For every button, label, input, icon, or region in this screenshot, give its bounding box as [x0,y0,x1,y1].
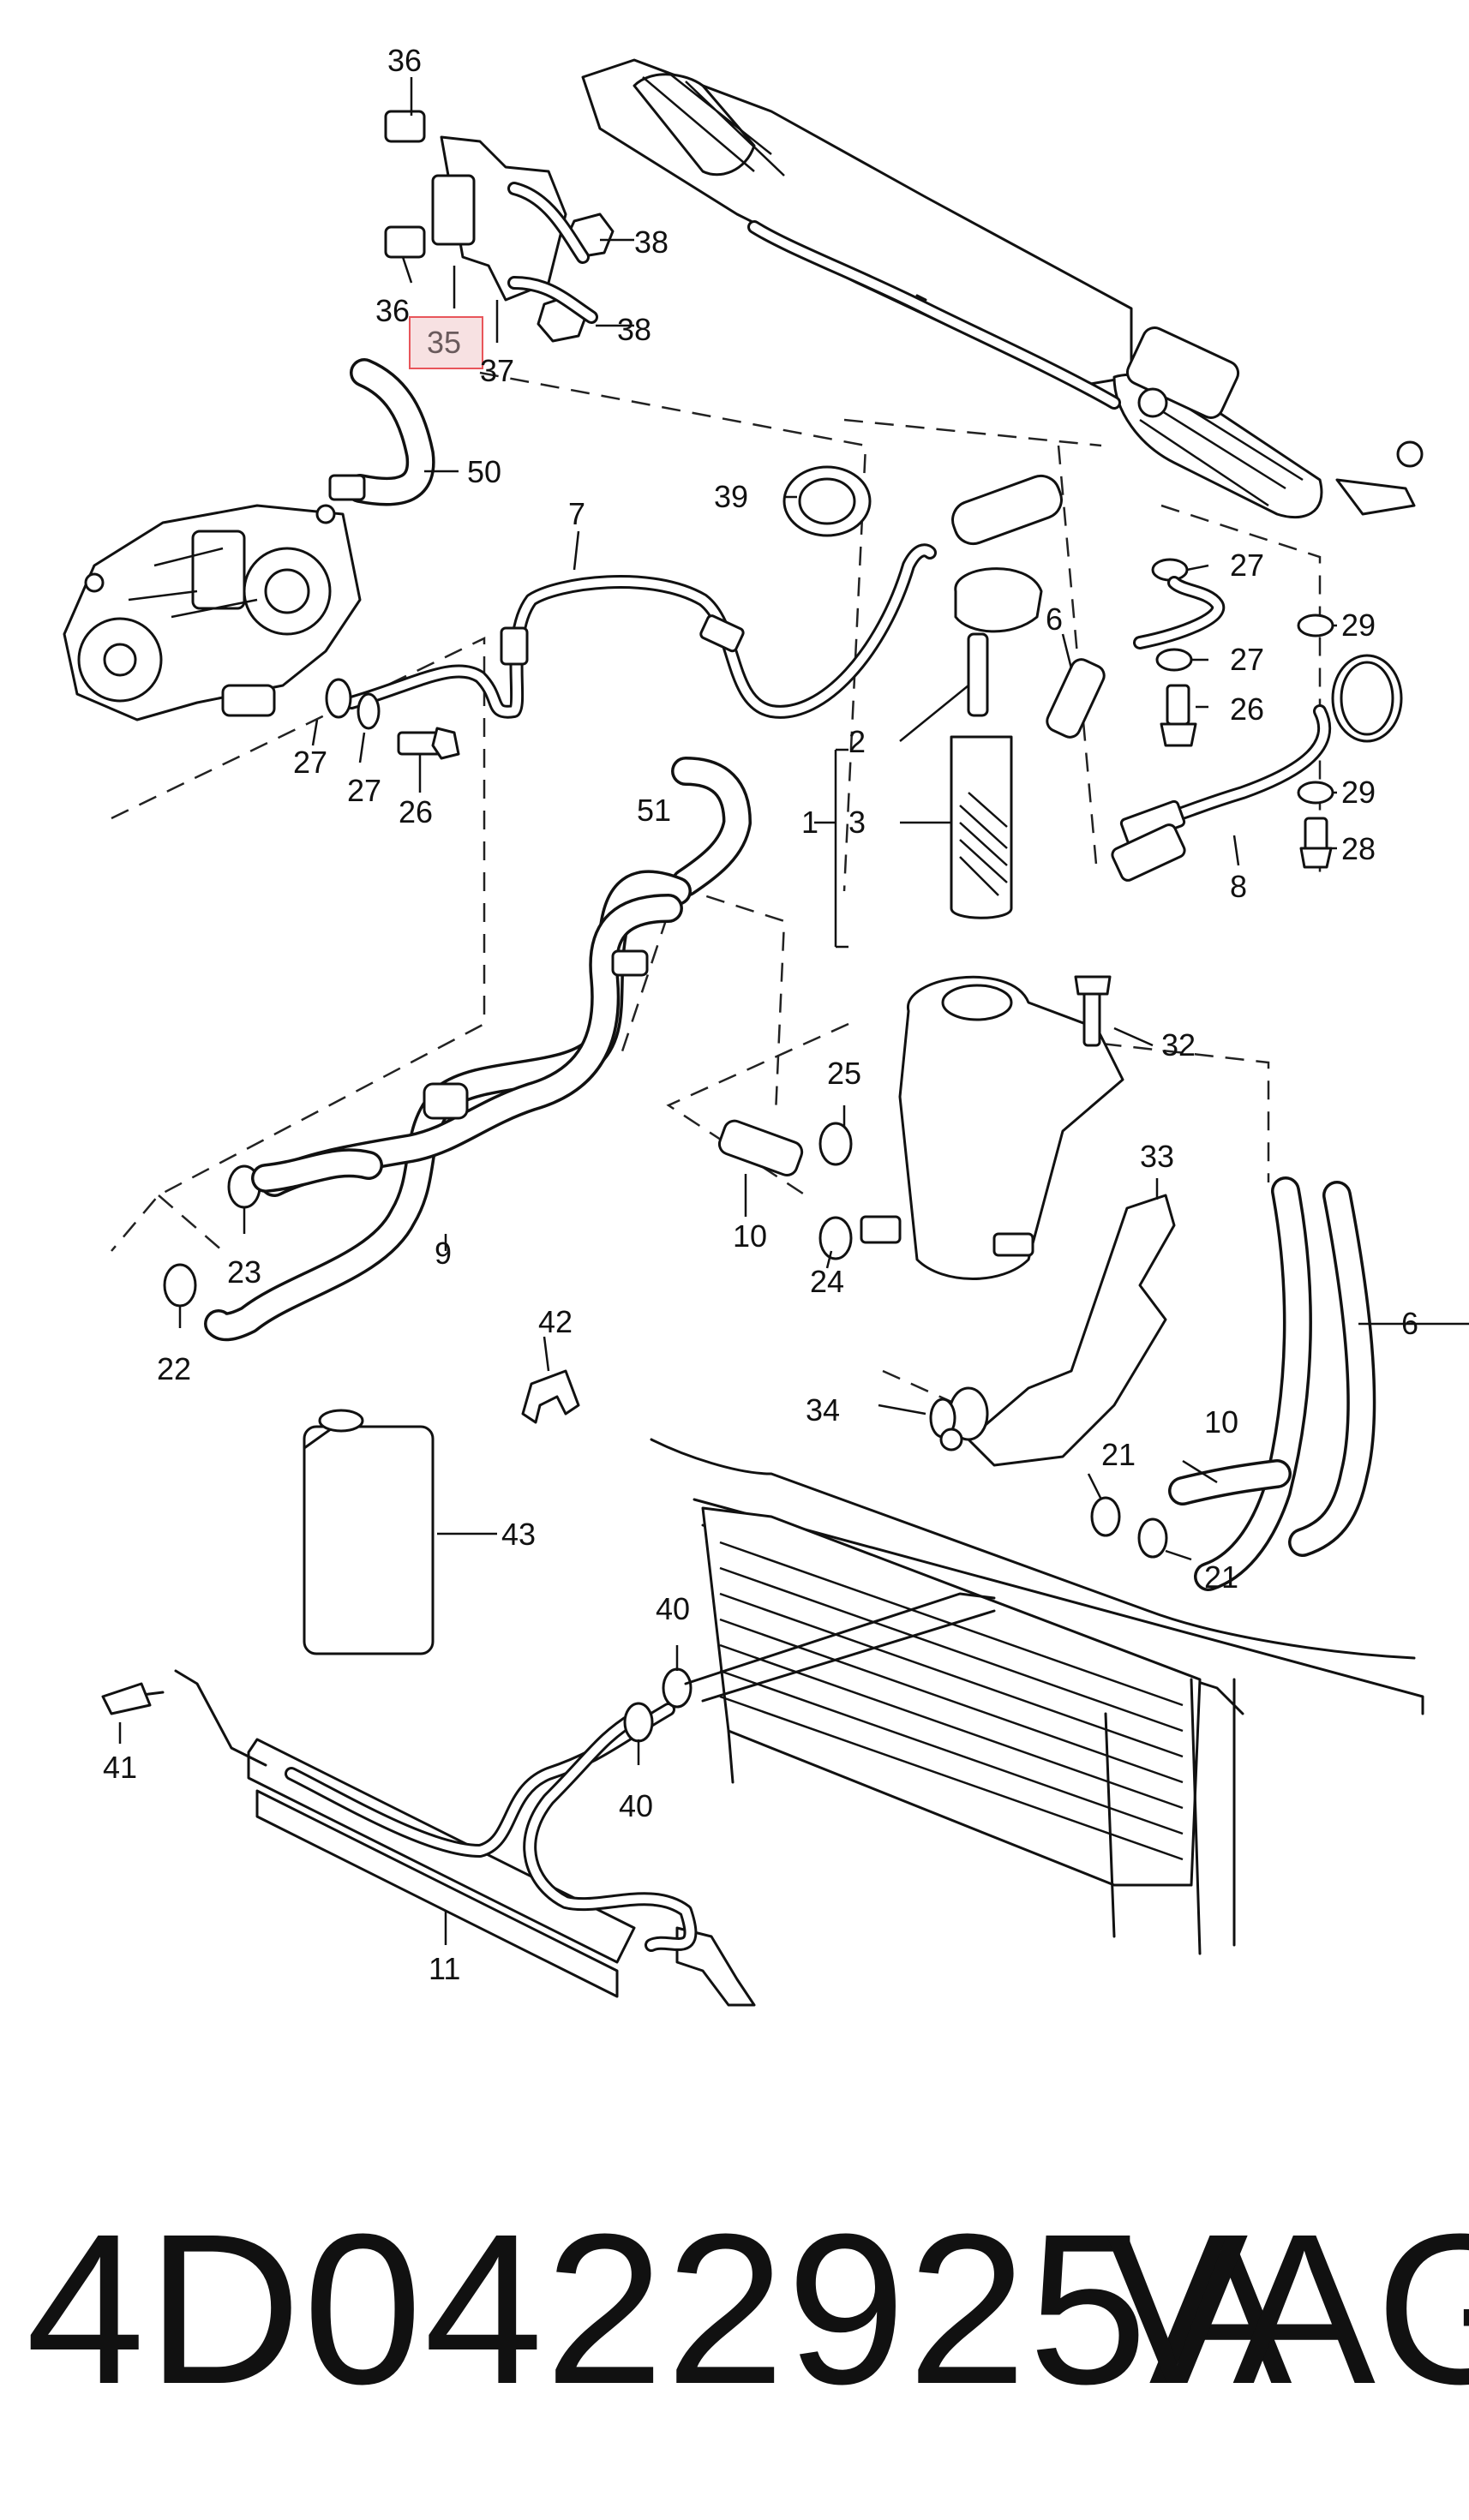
callout-27-c: 27 [1230,548,1264,583]
callout-6-bottom: 6 [1401,1306,1418,1341]
callout-1: 1 [801,805,818,840]
hose-6 [1046,658,1376,1591]
highlight-box-35 [409,316,483,369]
callout-29-a: 29 [1341,608,1376,643]
pump-seals [325,558,1334,869]
callout-10-a: 10 [733,1218,767,1254]
callout-21-b: 21 [1204,1559,1238,1595]
callout-38-bottom: 38 [617,312,651,347]
callout-3: 3 [848,805,866,840]
callout-28: 28 [1341,831,1376,866]
callout-24: 24 [810,1264,844,1299]
callout-7: 7 [568,496,585,531]
steering-rack [581,58,1424,519]
reservoir-bracket [929,1194,1176,1467]
pressure-line-7 [345,543,937,719]
callout-35: 35 [427,325,461,360]
radiator-panel [650,1438,1424,1955]
callout-29-b: 29 [1341,775,1376,810]
callout-26-b: 26 [1230,691,1264,727]
leader-lines [118,77,1469,1945]
callout-2: 2 [848,724,866,759]
callout-27-b: 27 [347,773,381,808]
hose-clamps [163,1122,1168,1559]
callout-36-bottom: 36 [375,293,410,328]
callout-27-a: 27 [293,745,327,780]
part-number: 4D0422925A [26,2189,1294,2428]
callout-38-top: 38 [634,224,669,260]
callout-10-b: 10 [1204,1404,1238,1440]
callout-51: 51 [637,793,671,828]
bracket-assembly [384,110,615,343]
callout-25: 25 [827,1056,861,1091]
hose-10 [1168,1459,1292,1505]
callout-21-a: 21 [1101,1437,1136,1472]
brand-name: VAG [1106,2189,1469,2428]
callout-9: 9 [435,1236,452,1271]
callout-43: 43 [501,1517,536,1552]
callout-36-top: 36 [387,43,422,78]
callout-32: 32 [1161,1027,1196,1062]
callout-40-b: 40 [619,1788,653,1823]
callout-37: 37 [480,353,514,388]
callout-8: 8 [1230,869,1247,904]
hose-51-9 [204,757,804,1342]
callout-6-top: 6 [1046,602,1063,637]
reservoir-parts [782,465,1124,1280]
hose-50 [328,358,435,506]
callout-39: 39 [714,479,748,514]
callout-40-a: 40 [656,1591,690,1626]
oil-cooler-11 [101,1592,996,2007]
fluid-bottle-43 [303,1409,435,1655]
callout-42: 42 [538,1304,573,1339]
callout-41: 41 [103,1750,137,1785]
callout-33: 33 [1140,1139,1174,1174]
callout-34: 34 [806,1392,840,1428]
callout-22: 22 [157,1351,191,1386]
steering-pump [63,504,362,721]
dashed-group-lines [111,371,1322,1450]
callout-23: 23 [227,1254,261,1290]
callout-50: 50 [467,454,501,489]
callout-11: 11 [429,1951,460,1986]
return-line-8 [1111,576,1403,882]
callout-27-d: 27 [1230,642,1264,677]
callout-26-a: 26 [399,794,433,829]
callout-labels: 36 38 36 35 38 37 50 7 39 27 27 26 27 6 … [103,43,1418,1986]
